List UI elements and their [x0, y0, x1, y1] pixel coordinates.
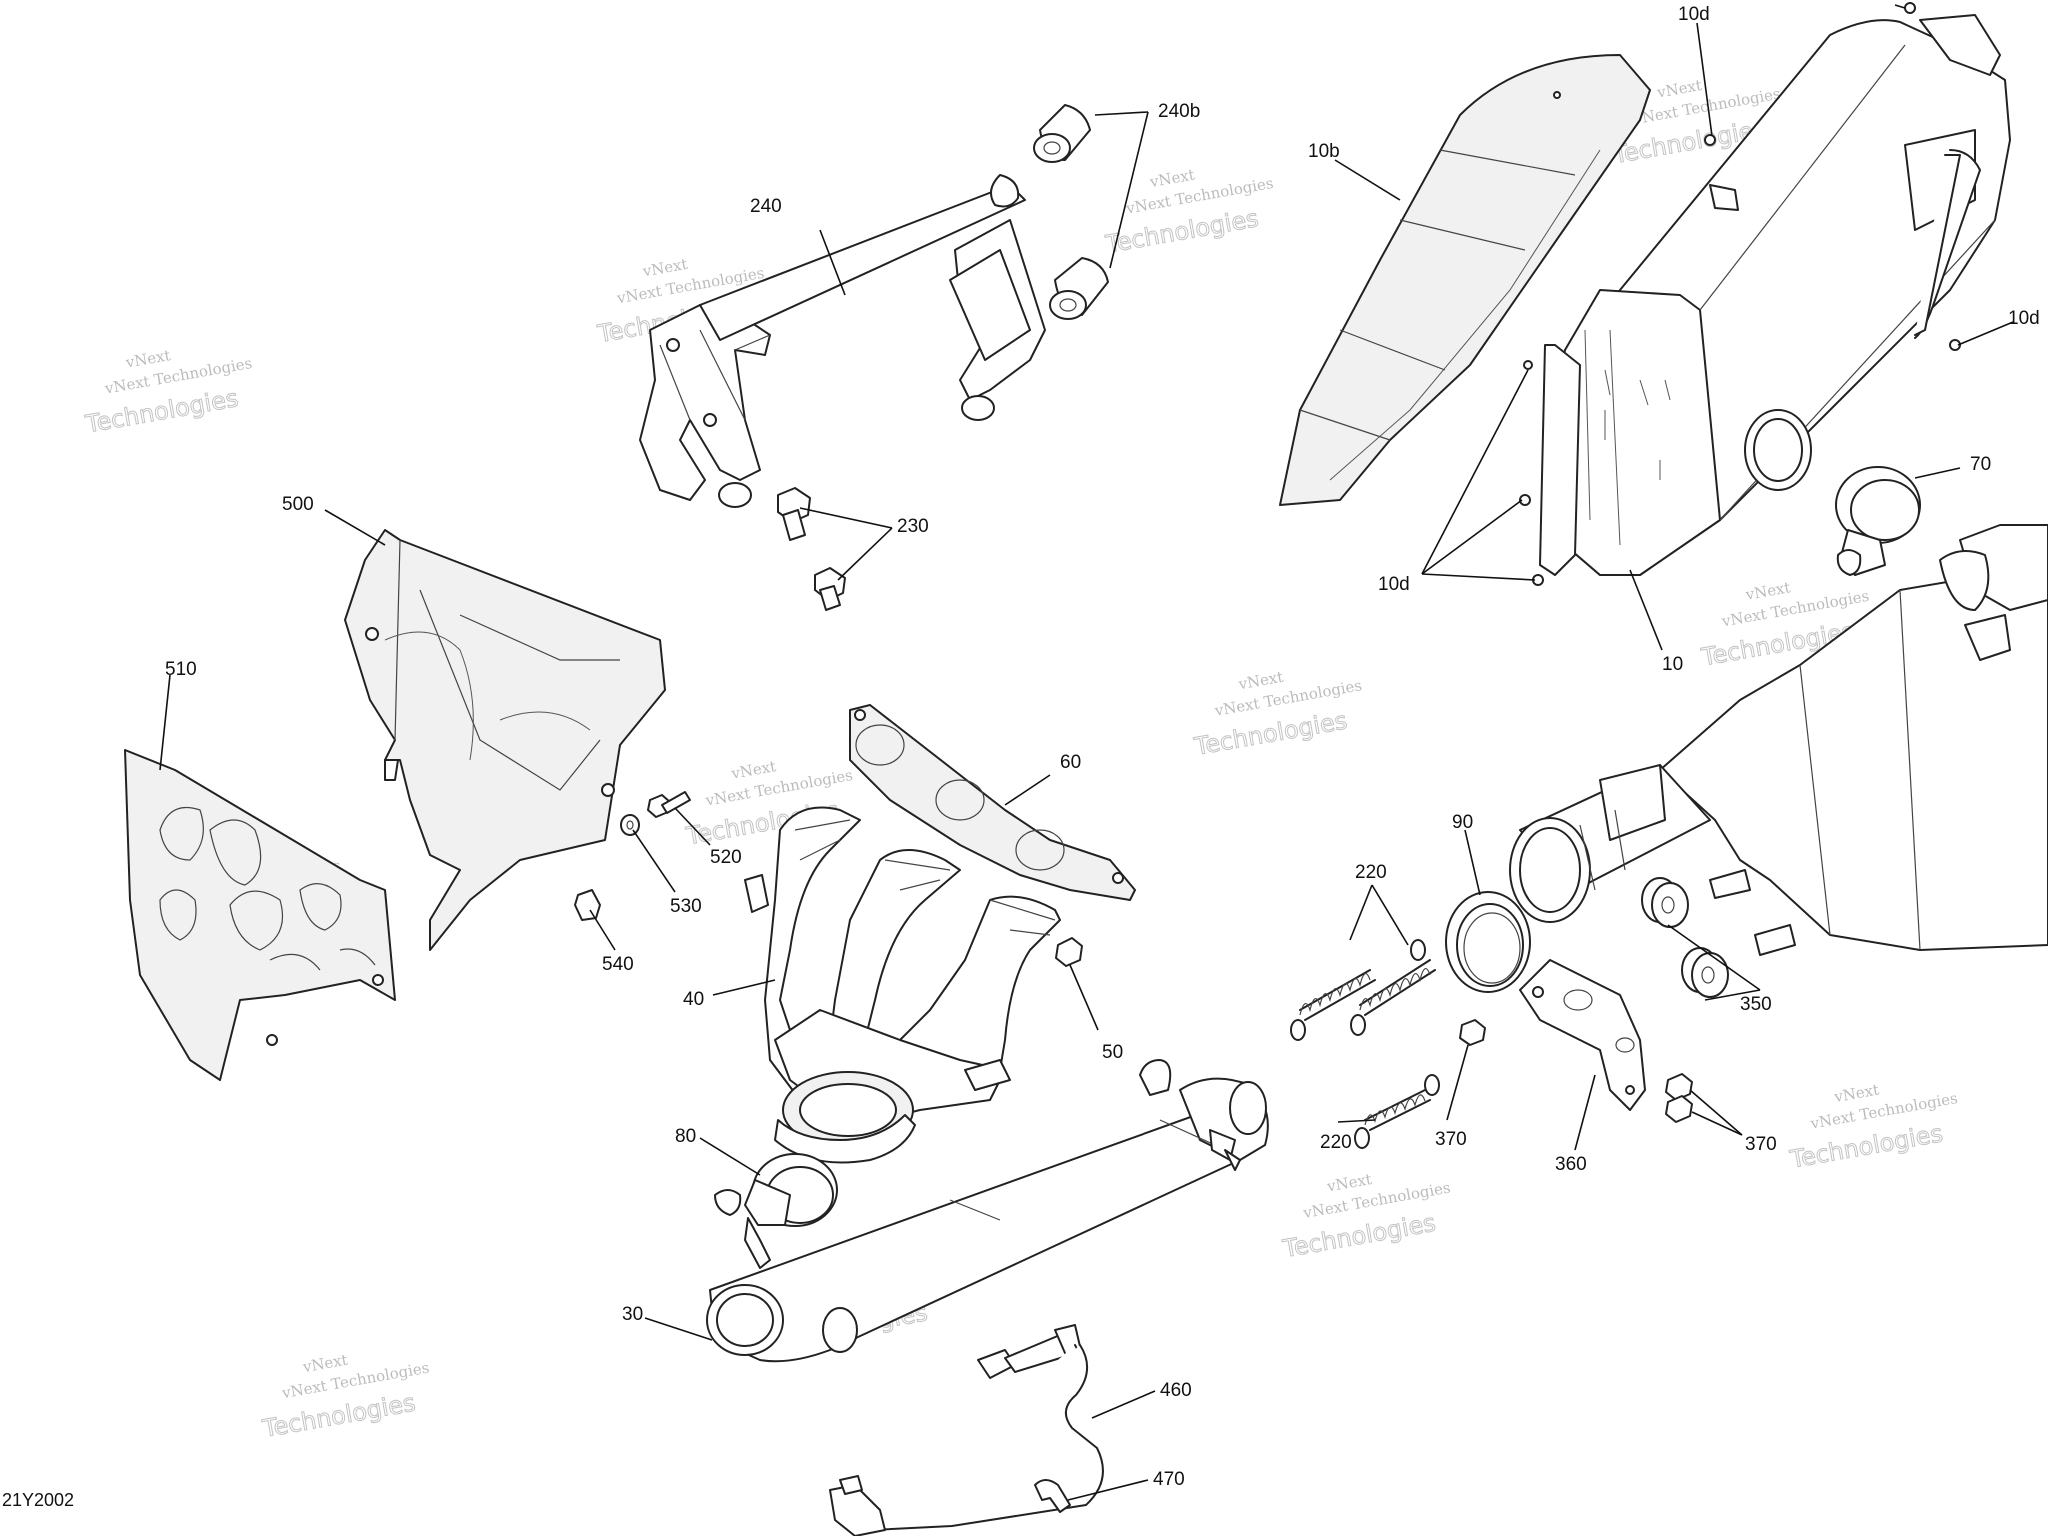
- callout-70: 70: [1970, 454, 1991, 475]
- callout-350: 350: [1740, 994, 1772, 1015]
- callout-510: 510: [165, 659, 197, 680]
- callout-360: 360: [1555, 1154, 1587, 1175]
- callout-370-right: 370: [1745, 1134, 1777, 1155]
- part-460-oxygen-sensor[interactable]: [829, 1324, 1104, 1536]
- callout-240b: 240b: [1158, 101, 1200, 122]
- callout-240: 240: [750, 196, 782, 217]
- svg-text:vNext: vNext: [1743, 578, 1791, 604]
- rear-muffler[interactable]: [1659, 524, 2048, 956]
- part-530-washer[interactable]: [620, 814, 640, 836]
- callout-500: 500: [282, 494, 314, 515]
- callout-10d-right: 10d: [2008, 308, 2040, 329]
- part-540-nut-clip[interactable]: [574, 889, 601, 921]
- callout-10d-top: 10d: [1678, 4, 1710, 25]
- callout-labels: 10d 10b 240b 240 230 10d 10d 10 70 500 5…: [165, 4, 2040, 1490]
- callout-520: 520: [710, 847, 742, 868]
- callout-220-bottom: 220: [1320, 1132, 1352, 1153]
- svg-text:vNext: vNext: [301, 1351, 349, 1377]
- part-370-bolts[interactable]: [1459, 1019, 1693, 1123]
- callout-30: 30: [622, 1304, 643, 1325]
- watermark-12: vNext vNext Technologies Technologies: [1787, 1081, 1959, 1175]
- connecting-pipe[interactable]: [1509, 764, 1711, 923]
- part-220-springs[interactable]: [1290, 939, 1440, 1149]
- part-40-exhaust-manifold[interactable]: [744, 806, 1061, 1164]
- svg-text:vNext: vNext: [123, 346, 171, 372]
- part-30-front-pipe[interactable]: [706, 1059, 1269, 1363]
- watermark-1: vNext vNext Technologies Technologies: [82, 346, 253, 439]
- part-60-manifold-gasket[interactable]: [849, 704, 1136, 901]
- callout-540: 540: [602, 954, 634, 975]
- part-10d-nuts[interactable]: [1519, 2, 1961, 586]
- leader-lines: [159, 4, 2014, 1501]
- callout-460: 460: [1160, 1380, 1192, 1401]
- part-10b-heat-shield[interactable]: [1279, 54, 1651, 506]
- watermark-9: vNext vNext Technologies Technologies: [259, 1351, 430, 1444]
- part-90-gasket[interactable]: [1445, 891, 1531, 993]
- watermark-7: vNext vNext Technologies Technologies: [1191, 668, 1363, 762]
- part-80-clamp[interactable]: [714, 1153, 838, 1269]
- part-510-heat-shield-plate[interactable]: [124, 749, 396, 1081]
- part-240b-grommets[interactable]: [1033, 104, 1109, 320]
- svg-text:vNext: vNext: [1148, 166, 1196, 192]
- callout-80: 80: [675, 1126, 696, 1147]
- part-230-bolts[interactable]: [777, 487, 846, 611]
- svg-text:vNext: vNext: [1236, 668, 1284, 694]
- part-500-manifold-heat-shield[interactable]: [344, 529, 666, 951]
- callout-10: 10: [1662, 654, 1683, 675]
- callout-60: 60: [1060, 752, 1081, 773]
- callout-50: 50: [1102, 1042, 1123, 1063]
- svg-text:vNext: vNext: [729, 757, 777, 783]
- callout-10d-mid: 10d: [1378, 574, 1410, 595]
- part-50-nut[interactable]: [1055, 937, 1083, 967]
- part-470-clip[interactable]: [1034, 1479, 1071, 1513]
- callout-10b: 10b: [1308, 141, 1340, 162]
- callout-90: 90: [1452, 812, 1473, 833]
- callout-530: 530: [670, 896, 702, 917]
- part-240-support-bracket[interactable]: [639, 174, 1046, 508]
- svg-text:vNext: vNext: [1655, 76, 1703, 102]
- watermark-11: vNext vNext Technologies Technologies: [1280, 1170, 1452, 1264]
- part-70-clamp[interactable]: [1835, 466, 1921, 576]
- part-10-muffler[interactable]: [1539, 14, 2011, 576]
- callout-220-top: 220: [1355, 862, 1387, 883]
- svg-text:vNext: vNext: [1325, 1170, 1373, 1196]
- part-360-bracket[interactable]: [1519, 959, 1646, 1111]
- part-520-bolt[interactable]: [647, 791, 691, 818]
- callout-230: 230: [897, 516, 929, 537]
- callout-470: 470: [1153, 1469, 1185, 1490]
- callout-370-left: 370: [1435, 1129, 1467, 1150]
- callout-40: 40: [683, 989, 704, 1010]
- svg-text:vNext: vNext: [640, 255, 688, 281]
- diagram-code: 21Y2002: [2, 1490, 74, 1510]
- svg-text:vNext: vNext: [1832, 1081, 1880, 1107]
- watermark-3: vNext vNext Technologies Technologies: [1102, 166, 1274, 260]
